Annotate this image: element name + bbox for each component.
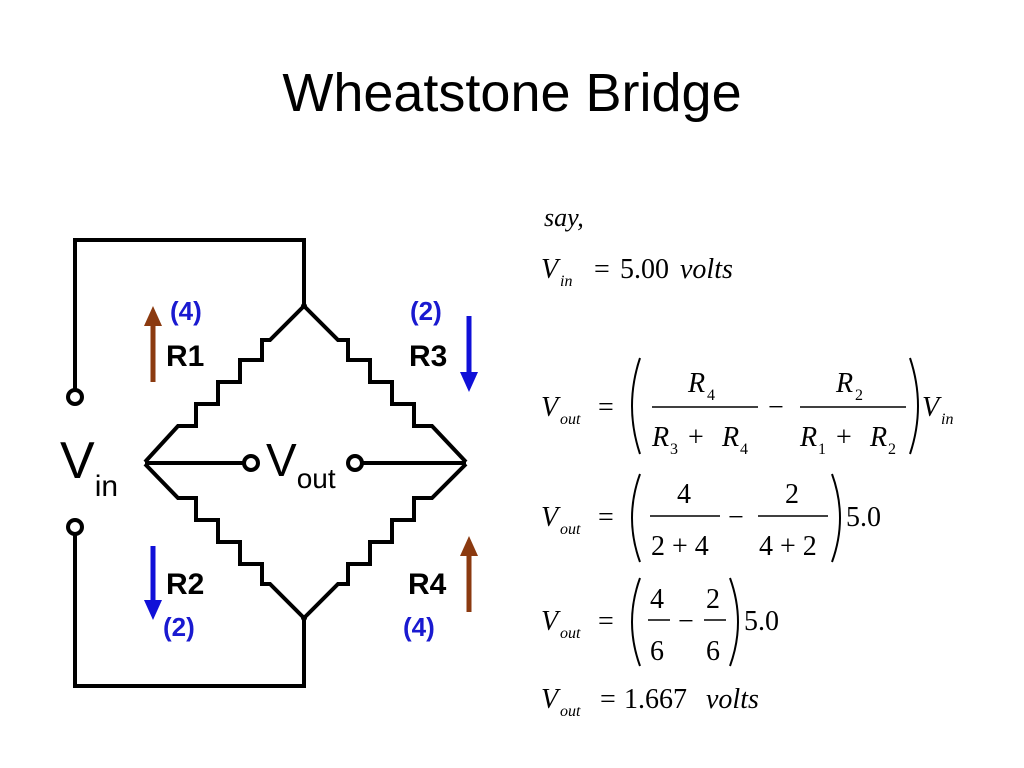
svg-text:6: 6 bbox=[706, 636, 720, 667]
svg-text:2: 2 bbox=[888, 441, 896, 458]
svg-text:=: = bbox=[598, 606, 614, 637]
svg-text:=: = bbox=[600, 684, 616, 715]
r3-label: R3 bbox=[409, 340, 447, 373]
vin-label: Vin bbox=[60, 432, 118, 503]
svg-text:=: = bbox=[594, 254, 610, 285]
svg-text:2: 2 bbox=[706, 584, 720, 615]
vout-label: Vout bbox=[266, 434, 336, 494]
svg-text:−: − bbox=[678, 606, 694, 637]
r4-arrow-up-icon bbox=[460, 536, 478, 612]
svg-text:4: 4 bbox=[707, 387, 715, 404]
svg-text:4: 4 bbox=[650, 584, 664, 615]
svg-text:out: out bbox=[560, 625, 581, 642]
svg-text:+: + bbox=[836, 422, 852, 453]
svg-text:V: V bbox=[541, 392, 561, 423]
vout-step1: V out = 4 2 + 4 − 2 4 + 2 5.0 bbox=[541, 473, 881, 563]
svg-text:out: out bbox=[560, 521, 581, 538]
svg-text:2: 2 bbox=[785, 479, 799, 510]
r4-value: (4) bbox=[403, 612, 435, 642]
r1-arrow-up-icon bbox=[144, 306, 162, 382]
vin-equation: V in = 5.00 volts bbox=[541, 254, 733, 290]
svg-text:volts: volts bbox=[706, 684, 759, 715]
svg-text:1: 1 bbox=[818, 441, 826, 458]
svg-text:=: = bbox=[598, 502, 614, 533]
r3-value: (2) bbox=[410, 296, 442, 326]
svg-text:V: V bbox=[541, 684, 561, 715]
svg-text:R: R bbox=[835, 368, 853, 399]
r4-label: R4 bbox=[408, 568, 447, 601]
svg-text:R: R bbox=[687, 368, 705, 399]
svg-text:1.667: 1.667 bbox=[624, 684, 687, 715]
svg-text:4: 4 bbox=[740, 441, 748, 458]
r3-arrow-down-icon bbox=[460, 316, 478, 392]
svg-text:in: in bbox=[941, 411, 953, 428]
vout-result: V out = 1.667 volts bbox=[541, 684, 759, 720]
resistor-r2 bbox=[143, 462, 306, 620]
svg-text:5.00: 5.00 bbox=[620, 254, 669, 285]
wheatstone-circuit-diagram: Vin Vout R1 R3 R2 R4 (4) (2) (2) (4) bbox=[60, 238, 478, 688]
svg-text:R: R bbox=[799, 422, 817, 453]
svg-text:6: 6 bbox=[650, 636, 664, 667]
svg-text:R: R bbox=[721, 422, 739, 453]
svg-text:3: 3 bbox=[670, 441, 678, 458]
vout-terminal-right bbox=[346, 454, 364, 472]
svg-text:V: V bbox=[541, 606, 561, 637]
vout-formula: V out = R 4 R 3 + R 4 − R 2 R 1 + R 2 V … bbox=[541, 357, 953, 458]
junction-top bbox=[301, 303, 307, 309]
svg-text:+: + bbox=[688, 422, 704, 453]
vout-terminal-left bbox=[242, 454, 260, 472]
r2-arrow-down-icon bbox=[144, 546, 162, 620]
svg-text:−: − bbox=[728, 502, 744, 533]
svg-text:volts: volts bbox=[680, 254, 733, 285]
r2-value: (2) bbox=[163, 612, 195, 642]
vin-terminal-bottom bbox=[66, 518, 84, 536]
r1-value: (4) bbox=[170, 296, 202, 326]
junction-bottom bbox=[301, 615, 307, 621]
vout-step2: V out = 4 6 − 2 6 5.0 bbox=[541, 577, 779, 667]
r2-label: R2 bbox=[166, 568, 204, 601]
svg-text:4: 4 bbox=[677, 479, 691, 510]
svg-text:V: V bbox=[922, 392, 942, 423]
resistor-r4 bbox=[302, 462, 468, 620]
resistor-r3 bbox=[302, 304, 468, 464]
svg-text:R: R bbox=[651, 422, 669, 453]
svg-text:5.0: 5.0 bbox=[846, 502, 881, 533]
resistor-r1 bbox=[143, 304, 306, 464]
svg-text:V: V bbox=[541, 502, 561, 533]
slide-title: Wheatstone Bridge bbox=[282, 63, 742, 123]
top-wire bbox=[73, 238, 306, 390]
svg-text:R: R bbox=[869, 422, 887, 453]
bottom-wire bbox=[73, 533, 306, 688]
svg-text:out: out bbox=[560, 411, 581, 428]
svg-text:−: − bbox=[768, 392, 784, 423]
svg-text:2: 2 bbox=[855, 387, 863, 404]
svg-text:5.0: 5.0 bbox=[744, 606, 779, 637]
svg-text:in: in bbox=[560, 273, 572, 290]
svg-text:out: out bbox=[560, 703, 581, 720]
svg-text:V: V bbox=[541, 254, 561, 285]
vin-terminal-top bbox=[66, 388, 84, 406]
say-text: say, bbox=[544, 203, 584, 232]
svg-text:=: = bbox=[598, 392, 614, 423]
svg-text:4 + 2: 4 + 2 bbox=[759, 531, 817, 562]
svg-text:2 + 4: 2 + 4 bbox=[651, 531, 709, 562]
r1-label: R1 bbox=[166, 340, 204, 373]
